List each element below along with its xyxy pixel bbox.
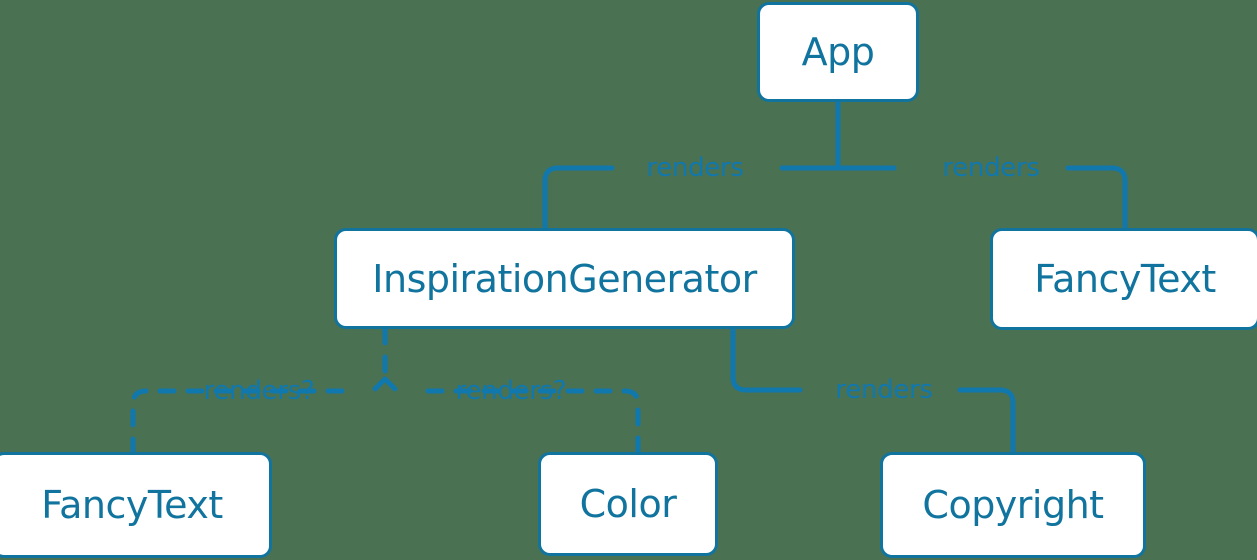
edge-label-inspiration-fancytext: renders? — [203, 376, 315, 406]
node-fancytext-left[interactable]: FancyText — [0, 452, 272, 558]
edge-app-fancytext-right-seg — [1065, 165, 1128, 231]
edge-label-inspiration-color: renders? — [455, 376, 567, 406]
edge-inspiration-copyright-seg2 — [957, 387, 1016, 455]
node-color[interactable]: Color — [538, 452, 718, 556]
node-color-label: Color — [579, 482, 677, 526]
edge-label-app-fancytext: renders — [942, 153, 1040, 183]
edge-inspiration-color-dashed-seg2 — [425, 388, 641, 455]
node-fancytext-right-label: FancyText — [1034, 257, 1216, 301]
edge-inspiration-copyright-seg1 — [730, 326, 803, 393]
edge-inspiration-fancytext-dashed-seg2 — [130, 388, 345, 455]
edge-label-app-inspiration: renders — [646, 153, 744, 183]
node-app-label: App — [801, 30, 875, 74]
node-fancytext-left-label: FancyText — [41, 483, 223, 527]
node-inspiration-generator[interactable]: InspirationGenerator — [334, 228, 795, 329]
edge-inspiration-fancytext-dashed-seg1 — [370, 376, 388, 394]
node-copyright[interactable]: Copyright — [880, 452, 1146, 558]
node-fancytext-right[interactable]: FancyText — [990, 228, 1257, 330]
node-app[interactable]: App — [757, 2, 919, 102]
edge-label-inspiration-copyright: renders — [835, 375, 933, 405]
node-copyright-label: Copyright — [922, 483, 1104, 527]
edge-inspiration-color-dashed-seg1 — [382, 376, 400, 394]
node-inspiration-generator-label: InspirationGenerator — [372, 256, 757, 301]
edge-app-inspiration-left-seg — [542, 165, 615, 231]
